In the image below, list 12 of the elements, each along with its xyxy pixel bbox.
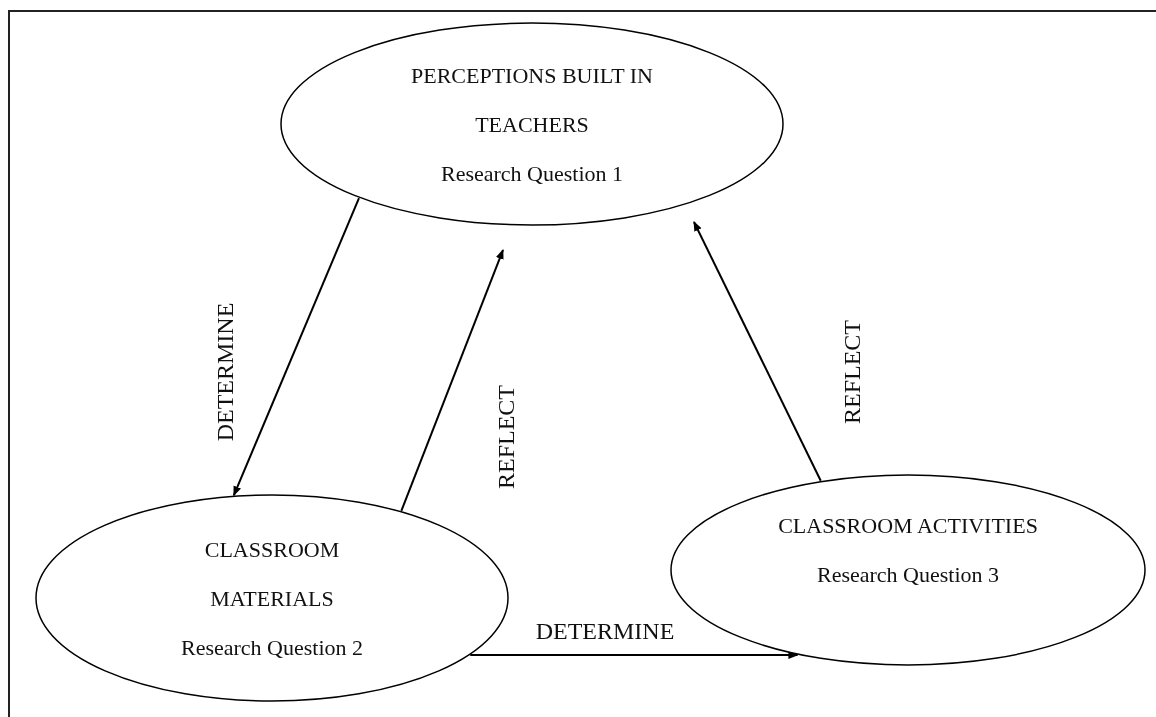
node-title: CLASSROOM ACTIVITIES (778, 512, 1038, 540)
arrow (693, 221, 822, 482)
arrow (232, 197, 360, 497)
node-title: CLASSROOM MATERIALS (203, 535, 341, 613)
node-subtitle: Research Question 3 (816, 561, 1000, 589)
ellipse-node (35, 494, 509, 702)
node-subtitle: Research Question 2 (180, 633, 364, 662)
arrow (469, 651, 799, 659)
arrow (400, 249, 504, 512)
ellipse-node (280, 22, 784, 226)
node-title: PERCEPTIONS BUILT IN TEACHERS (409, 61, 654, 139)
node-subtitle: Research Question 1 (440, 159, 624, 188)
